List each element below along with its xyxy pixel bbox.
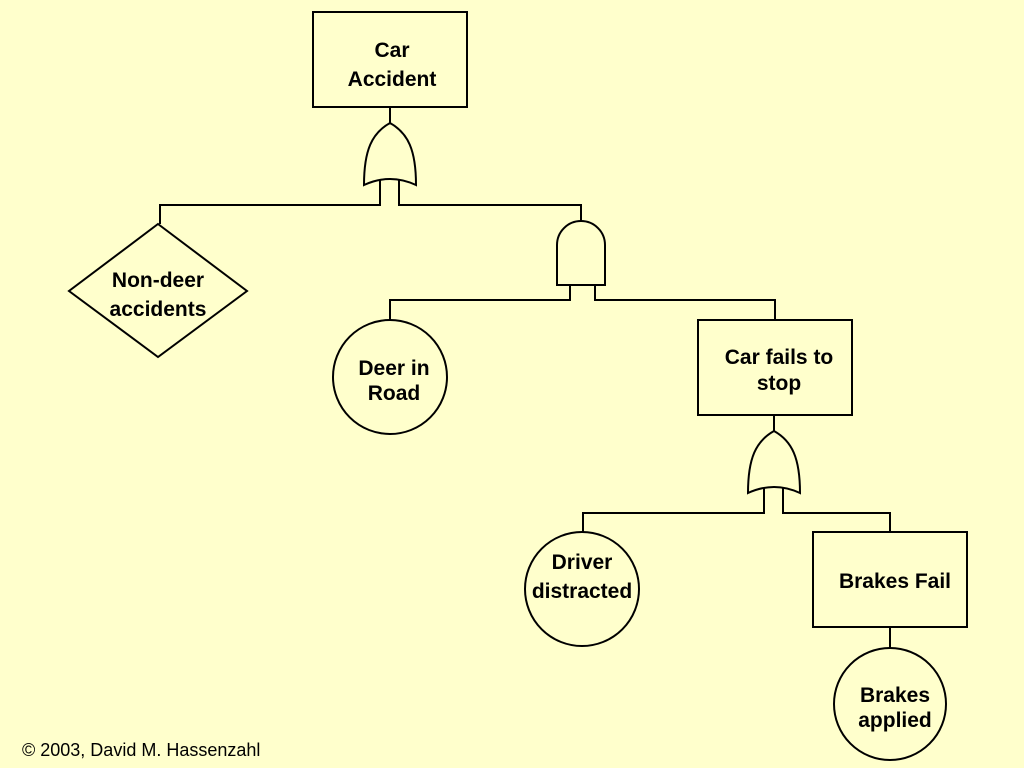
node-non-deer-line-1: Non-deer: [112, 269, 204, 292]
node-deer-in-road-line-2: Road: [368, 382, 421, 405]
or-gate-icon: [362, 107, 418, 187]
node-deer-in-road: Deer in Road: [332, 319, 448, 435]
top-gate-connectors: [159, 180, 582, 224]
node-car-accident-line-2: Accident: [348, 68, 437, 91]
or-gate-icon: [746, 415, 802, 495]
node-brakes-applied-line-1: Brakes: [860, 684, 930, 707]
node-car-fails-line-1: Car fails to: [725, 346, 834, 369]
node-brakes-fail-line-1: Brakes Fail: [839, 570, 951, 593]
node-car-fails-line-2: stop: [757, 372, 801, 395]
node-brakes-applied: Brakes applied: [833, 647, 947, 761]
node-brakes-fail: Brakes Fail: [812, 531, 968, 628]
stop-gate-connectors: [582, 488, 891, 532]
node-non-deer-accidents: Non-deer accidents: [67, 222, 249, 359]
node-car-accident-line-1: Car: [374, 39, 409, 62]
and-gate-icon: [556, 220, 606, 286]
node-brakes-applied-line-2: applied: [858, 709, 932, 732]
and-gate-connectors: [389, 285, 776, 320]
node-car-accident: Car Accident: [312, 11, 468, 108]
node-car-fails-to-stop: Car fails to stop: [697, 319, 853, 416]
node-driver-distracted-line-1: Driver: [552, 551, 613, 574]
node-deer-in-road-line-1: Deer in: [358, 357, 429, 380]
copyright-notice: © 2003, David M. Hassenzahl: [22, 740, 261, 760]
node-driver-distracted-line-2: distracted: [532, 580, 632, 603]
node-driver-distracted: Driver distracted: [524, 531, 640, 647]
node-non-deer-line-2: accidents: [110, 298, 207, 321]
